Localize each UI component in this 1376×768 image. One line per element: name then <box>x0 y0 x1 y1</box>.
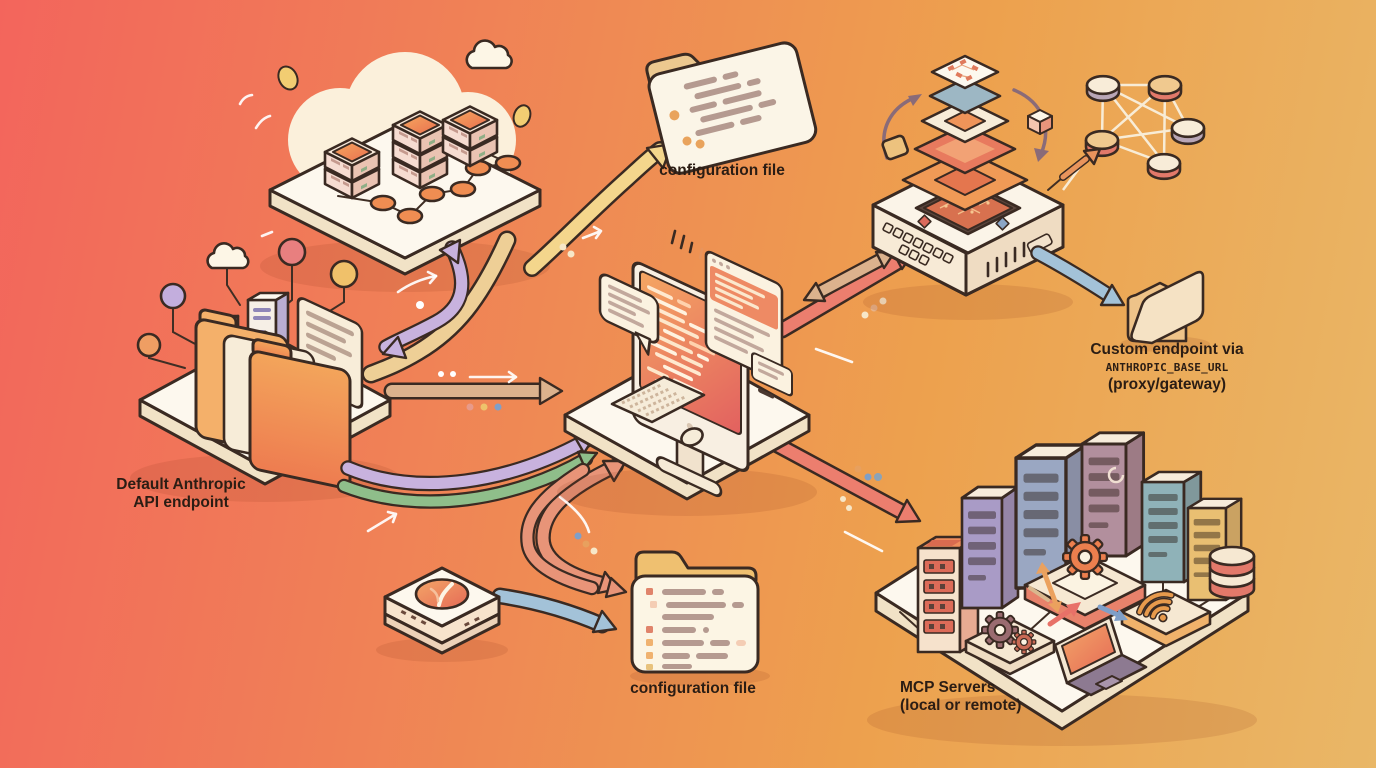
arrow-computer-to-mcp-red <box>763 433 922 524</box>
label-line: Custom endpoint via <box>1090 341 1244 358</box>
label-line: API endpoint <box>133 493 229 511</box>
label-line: (proxy/gateway) <box>1107 376 1227 393</box>
keyboard-icon <box>610 375 706 424</box>
developer-computer-icon <box>557 229 817 516</box>
anthropic-endpoint-folders-icon <box>130 237 400 502</box>
label-configuration-file-bottom: configuration file <box>630 680 756 697</box>
network-graph-icon <box>1047 74 1206 191</box>
folders-icon <box>194 308 352 489</box>
mcp-platform-icon <box>867 431 1257 746</box>
config-file-bottom-icon <box>630 550 770 686</box>
arrow-folders-to-computer-tan <box>383 376 564 406</box>
label-configuration-file-top: configuration file <box>659 162 785 179</box>
label-line: (local or remote) <box>900 696 1022 714</box>
arrow-cloud-to-configfile-yellow <box>523 141 674 277</box>
arrow-cloud-to-folders-tan <box>361 230 517 384</box>
layer-stack-icon <box>901 54 1029 212</box>
code-lines <box>647 285 715 399</box>
gateway-device-icon <box>863 54 1073 320</box>
wifi-tile-icon <box>1120 588 1212 648</box>
code-window-icon <box>704 250 784 383</box>
laptop-icon <box>1053 615 1148 697</box>
code-lines <box>646 588 746 670</box>
cube-icon <box>1027 109 1053 135</box>
arrow-cloud-folders-twoway-purple <box>378 238 470 360</box>
config-file-top-icon <box>645 41 818 175</box>
speech-bubble-icon <box>598 273 660 356</box>
arrow-computer-configfile-salmon <box>520 458 628 599</box>
mcp-mini-arrows <box>1028 562 1128 627</box>
arrow-device-to-configfile-blue <box>491 587 618 634</box>
arrow-gateway-to-folder-blue <box>1030 245 1126 307</box>
database-icon <box>1208 545 1256 600</box>
mini-cloud-icon <box>206 242 250 270</box>
gears-tile-icon <box>964 611 1056 676</box>
label-env-var: ANTHROPIC_BASE_URL <box>1105 360 1229 374</box>
label-line: MCP Servers <box>900 679 996 696</box>
label-mcp-servers: MCP Servers (local or remote) <box>900 679 1021 714</box>
note-card-icon <box>751 352 793 399</box>
label-line: Default Anthropic <box>116 476 246 493</box>
label-custom-endpoint: Custom endpoint via ANTHROPIC_BASE_URL (… <box>1090 341 1243 394</box>
arrow-computer-gateway-red <box>773 246 917 339</box>
arrow-folders-to-computer-green <box>336 450 599 509</box>
confetti <box>238 65 532 238</box>
server-tower-icon <box>916 431 1243 654</box>
chip-icon <box>881 134 909 161</box>
small-cloud-icon <box>465 39 513 70</box>
claude-device-icon <box>376 566 508 662</box>
endpoint-folder-icon <box>1120 270 1210 352</box>
label-default-anthropic-endpoint: Default Anthropic API endpoint <box>116 476 245 511</box>
mouse-icon <box>680 427 704 447</box>
